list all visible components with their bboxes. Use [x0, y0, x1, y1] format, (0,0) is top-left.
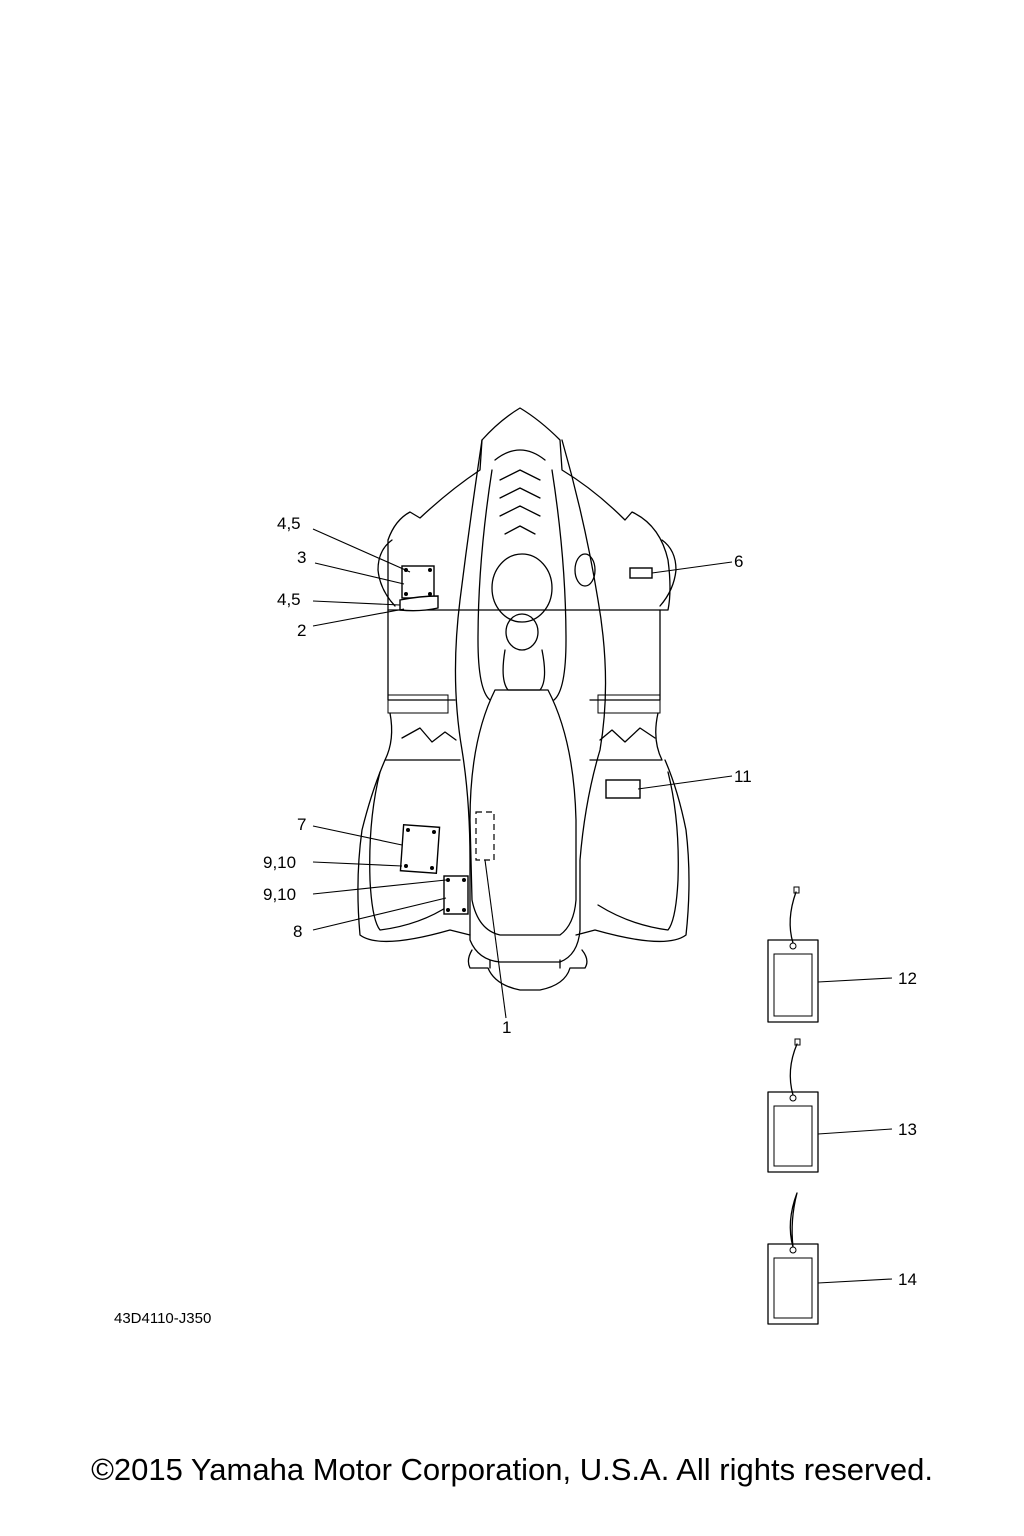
hang-tag-14: [767, 1192, 819, 1325]
label-panel-7: [399, 824, 441, 874]
callout-14: 14: [898, 1270, 917, 1289]
callout-3: 3: [297, 548, 306, 567]
label-panel-2: [399, 595, 439, 612]
label-panel-1: [475, 811, 495, 861]
part-code: 43D4110-J350: [114, 1310, 211, 1327]
callout-6: 6: [734, 552, 743, 571]
callout-2: 2: [297, 621, 306, 640]
label-panel-8: [443, 875, 469, 915]
callout-12: 12: [898, 969, 917, 988]
label-panels: [399, 565, 653, 915]
hang-tag-12: [767, 886, 819, 1023]
callout-4-5-upper: 4,5: [277, 514, 301, 533]
callout-13: 13: [898, 1120, 917, 1139]
callout-9-10-upper: 9,10: [263, 853, 296, 872]
callout-labels: 4,5 3 4,5 2 6 11 7 9,10 9,10 8 1 12 13 1…: [263, 514, 917, 1289]
callout-9-10-lower: 9,10: [263, 885, 296, 904]
callout-7: 7: [297, 815, 306, 834]
label-panel-6: [629, 567, 653, 579]
hang-tag-13: [767, 1038, 819, 1173]
label-panel-11: [605, 779, 641, 799]
callout-1: 1: [502, 1018, 511, 1037]
copyright-notice: ©2015 Yamaha Motor Corporation, U.S.A. A…: [91, 1452, 933, 1487]
callout-11: 11: [734, 767, 752, 786]
hang-tags: [767, 886, 819, 1325]
callout-4-5-lower: 4,5: [277, 590, 301, 609]
callout-8: 8: [293, 922, 302, 941]
atv-body-outline: [357, 407, 690, 991]
leader-lines: [312, 528, 893, 1284]
